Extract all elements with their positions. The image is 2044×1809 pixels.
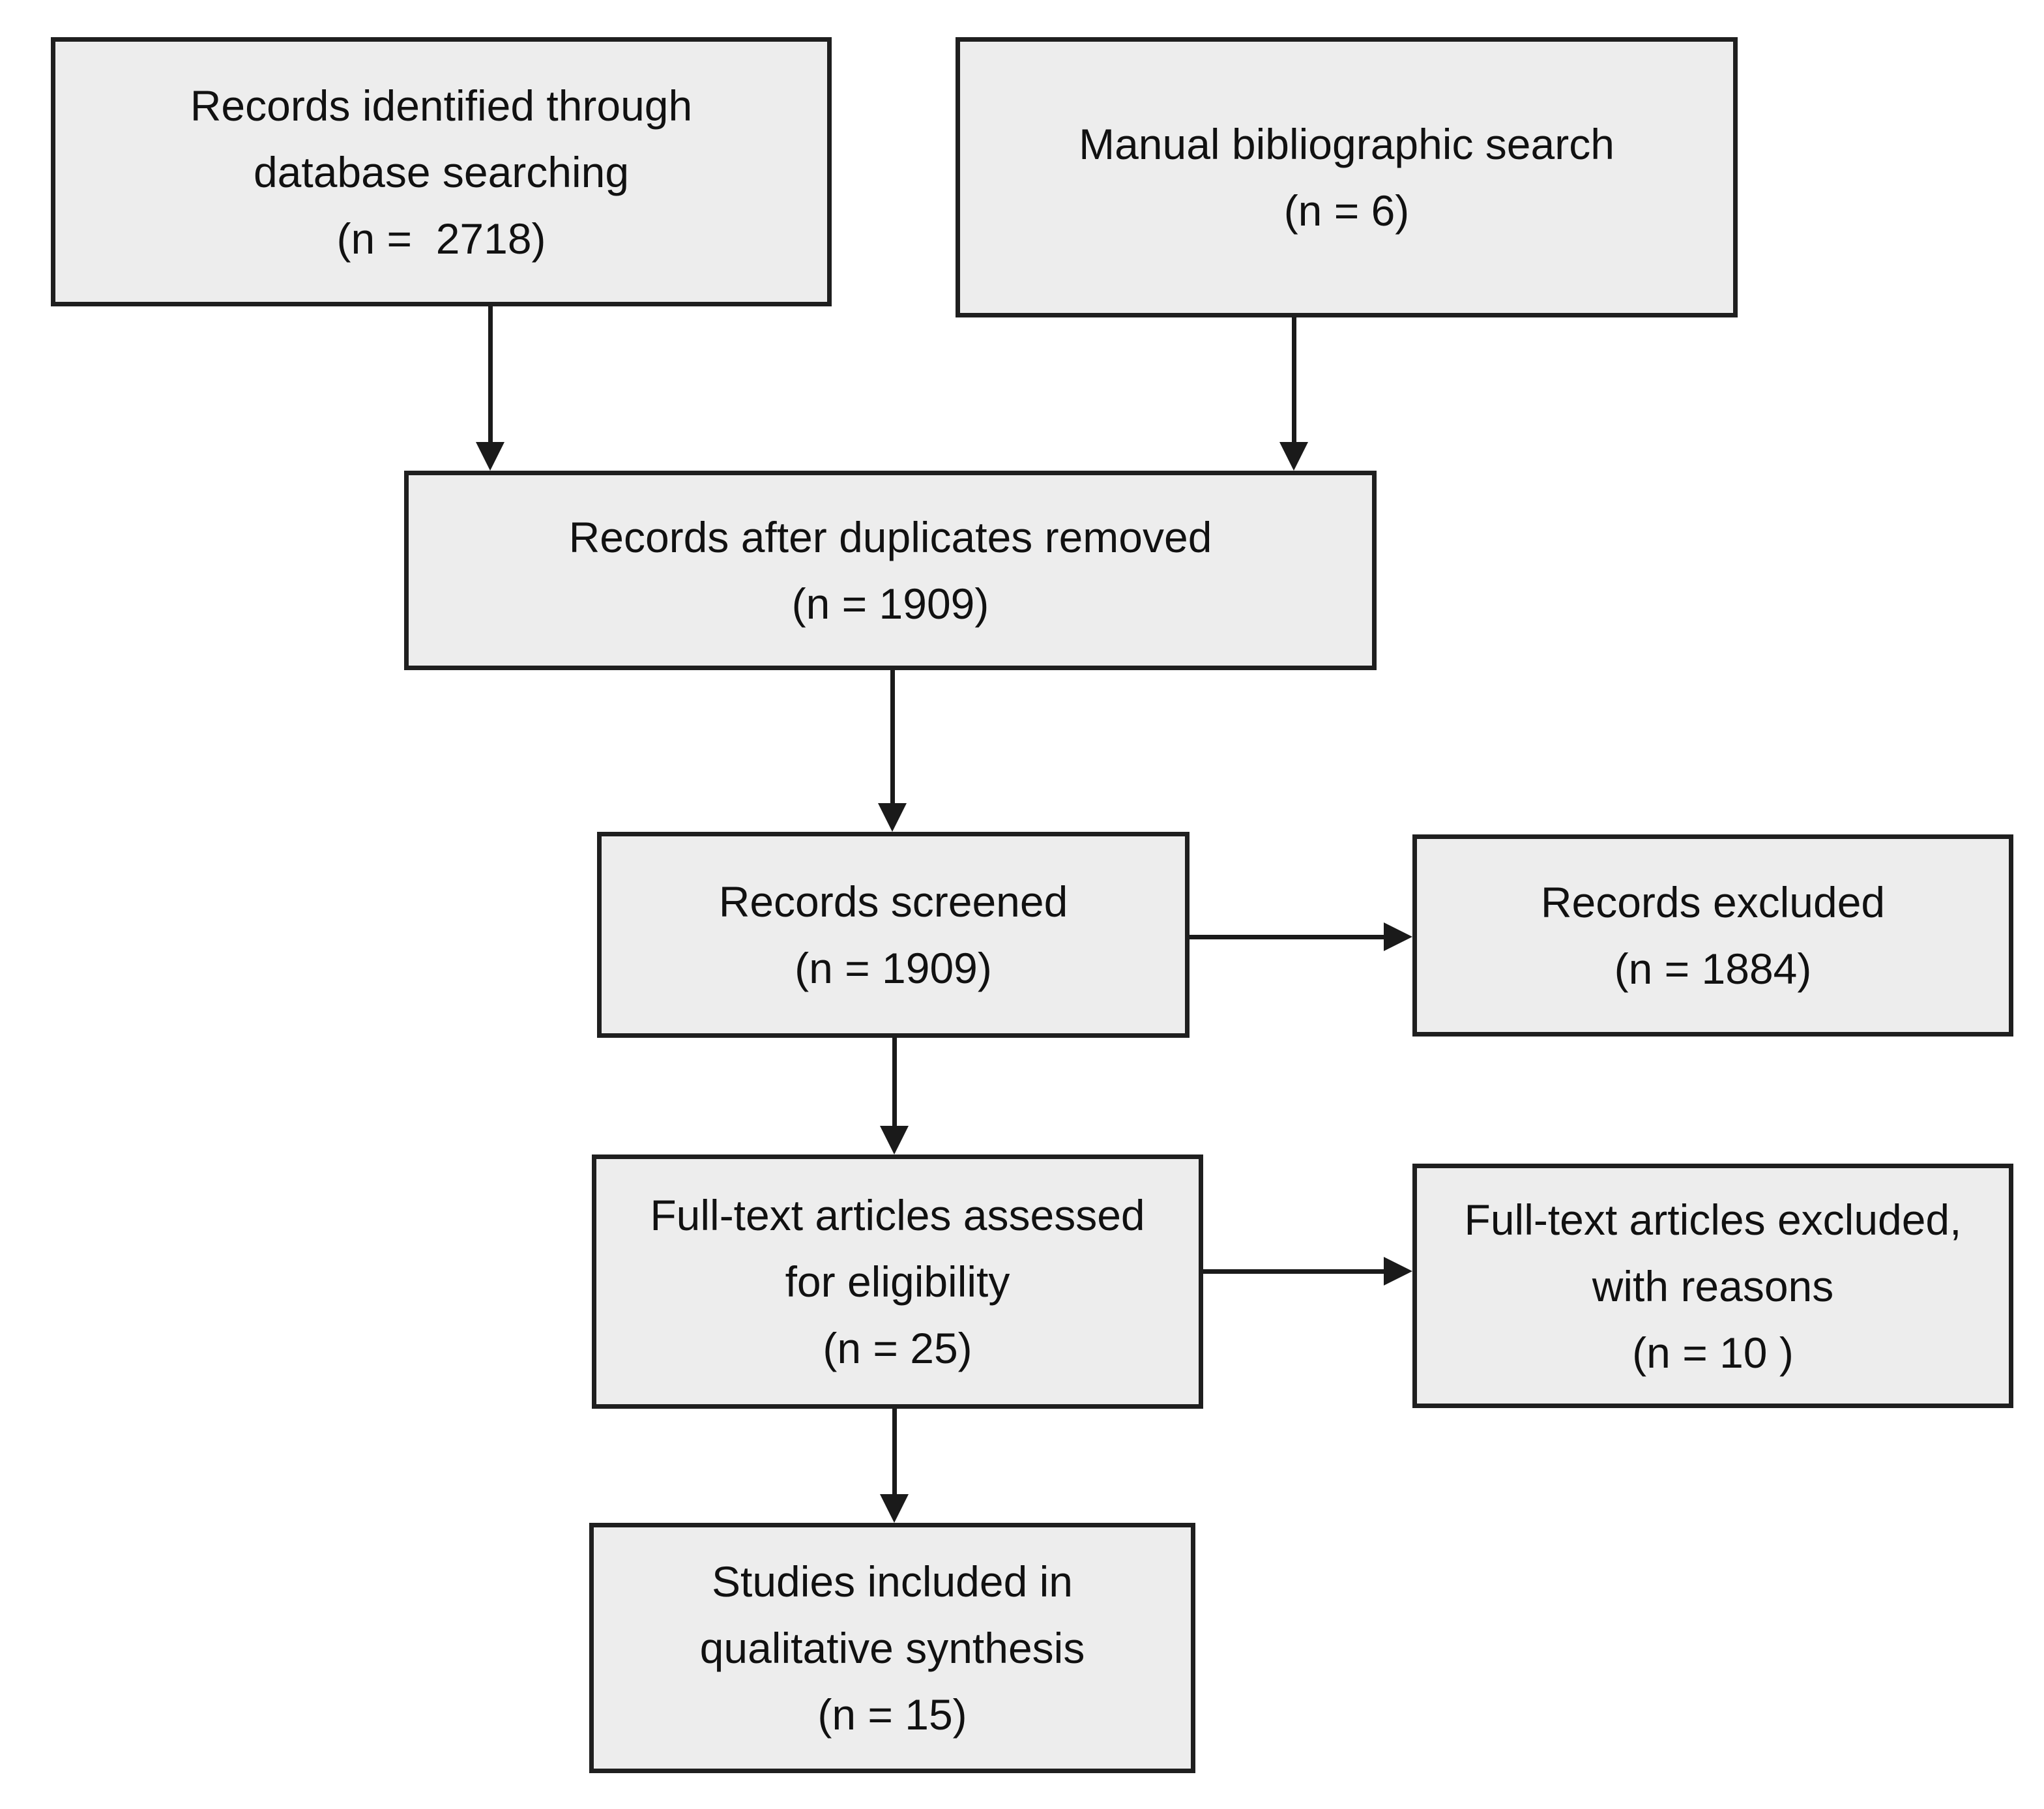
- box-text-line: Full-text articles excluded,: [1464, 1195, 1962, 1244]
- arrowhead-down-icon: [476, 442, 504, 471]
- arrowhead-right-icon: [1384, 922, 1412, 951]
- box-text-line: Records after duplicates removed: [568, 513, 1212, 561]
- arrow-line-screened-to-fulltext: [892, 1038, 897, 1126]
- box-records-screened: Records screened (n = 1909): [597, 832, 1190, 1038]
- box-records-identified: Records identified through database sear…: [51, 37, 832, 306]
- box-studies-included: Studies included in qualitative synthesi…: [589, 1523, 1195, 1773]
- arrowhead-down-icon: [878, 803, 907, 832]
- arrow-line-screened-to-excluded: [1190, 935, 1384, 939]
- box-count-line: (n = 6): [1283, 186, 1410, 235]
- box-text-line: Studies included in: [711, 1557, 1073, 1606]
- arrowhead-down-icon: [1279, 442, 1308, 471]
- box-fulltext-assessed: Full-text articles assessed for eligibil…: [592, 1155, 1203, 1409]
- arrow-line-manual-to-dedup: [1292, 317, 1296, 442]
- box-text-line: Records excluded: [1540, 878, 1886, 926]
- arrow-line-identified-to-dedup: [488, 306, 493, 442]
- box-count-line: (n = 25): [823, 1324, 972, 1372]
- box-count-line: (n = 15): [817, 1690, 967, 1739]
- arrow-line-fulltext-to-included: [892, 1409, 897, 1494]
- arrowhead-down-icon: [880, 1494, 909, 1523]
- arrowhead-down-icon: [880, 1126, 909, 1155]
- box-count-line: (n = 10 ): [1632, 1328, 1794, 1377]
- box-count-line: (n = 2718): [336, 214, 546, 263]
- box-text-line: Records screened: [718, 877, 1068, 926]
- box-text-line: with reasons: [1592, 1261, 1834, 1310]
- box-fulltext-excluded: Full-text articles excluded, with reason…: [1412, 1164, 2013, 1408]
- box-text-line: Full-text articles assessed: [650, 1191, 1145, 1239]
- arrowhead-right-icon: [1384, 1257, 1412, 1286]
- box-text-line: for eligibility: [785, 1257, 1010, 1306]
- box-text-line: Records identified through: [190, 81, 693, 130]
- arrow-line-fulltext-to-ftexcluded: [1203, 1269, 1384, 1274]
- arrow-line-dedup-to-screened: [890, 670, 895, 803]
- box-count-line: (n = 1884): [1614, 945, 1812, 993]
- box-count-line: (n = 1909): [791, 580, 989, 628]
- box-records-excluded: Records excluded (n = 1884): [1412, 834, 2013, 1037]
- box-manual-search: Manual bibliographic search (n = 6): [956, 37, 1738, 317]
- box-text-line: qualitative synthesis: [699, 1624, 1085, 1672]
- box-text-line: Manual bibliographic search: [1079, 120, 1614, 168]
- box-count-line: (n = 1909): [795, 944, 992, 992]
- box-duplicates-removed: Records after duplicates removed (n = 19…: [404, 471, 1377, 670]
- box-text-line: database searching: [253, 147, 630, 196]
